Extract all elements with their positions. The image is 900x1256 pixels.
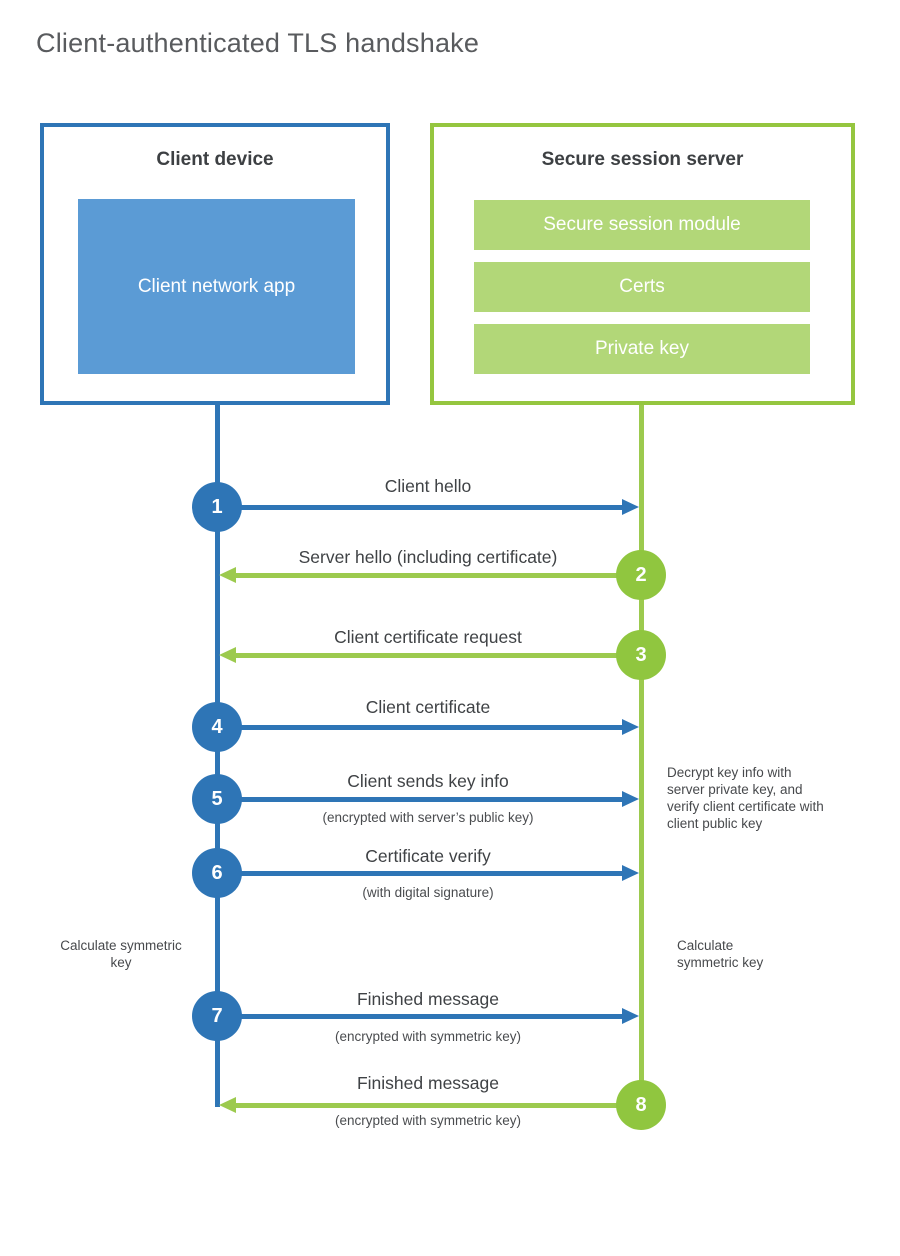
message-label-finished-client: Finished message: [356, 989, 500, 1009]
arrowhead-right-icon: [622, 499, 639, 515]
arrow-shaft: [236, 572, 641, 578]
message-label-finished-server: Finished message: [356, 1073, 500, 1093]
secure-session-server-title: Secure session server: [541, 149, 744, 170]
client-device-box: Client device Client network app: [40, 123, 390, 405]
arrow-shaft: [217, 870, 622, 876]
arrow-client-certificate: [217, 719, 639, 735]
step-badge-5: 5: [192, 774, 242, 824]
arrowhead-left-icon: [219, 567, 236, 583]
server-module-secure-session: Secure session module: [474, 200, 810, 250]
message-label-key-info: Client sends key info: [347, 771, 509, 791]
arrowhead-right-icon: [622, 791, 639, 807]
server-module-certs: Certs: [474, 262, 810, 312]
message-sublabel-certificate-verify: (with digital signature): [362, 885, 494, 900]
arrow-shaft: [217, 1013, 622, 1019]
arrowhead-left-icon: [219, 647, 236, 663]
arrowhead-right-icon: [622, 865, 639, 881]
note-decrypt-key-info: Decrypt key info with server private key…: [667, 765, 824, 831]
arrow-cert-request: [219, 647, 641, 663]
message-sublabel-key-info: (encrypted with server’s public key): [322, 810, 534, 825]
step-badge-8: 8: [616, 1080, 666, 1130]
arrow-key-info: [217, 791, 639, 807]
step-badge-3: 3: [616, 630, 666, 680]
arrowhead-left-icon: [219, 1097, 236, 1113]
client-device-title: Client device: [156, 149, 274, 170]
note-calculate-symmetric-key-server: Calculate symmetric key: [677, 938, 764, 970]
arrow-finished-server: [219, 1097, 641, 1113]
message-sublabel-finished-server: (encrypted with symmetric key): [334, 1113, 522, 1128]
step-badge-4: 4: [192, 702, 242, 752]
arrow-certificate-verify: [217, 865, 639, 881]
arrowhead-right-icon: [622, 1008, 639, 1024]
arrow-shaft: [217, 504, 622, 510]
arrow-finished-client: [217, 1008, 639, 1024]
step-badge-2: 2: [616, 550, 666, 600]
message-label-server-hello: Server hello (including certificate): [298, 547, 558, 567]
client-network-app-label: Client network app: [137, 275, 296, 297]
server-module-private-key: Private key: [474, 324, 810, 374]
arrow-client-hello: [217, 499, 639, 515]
client-network-app-box: Client network app: [78, 199, 355, 374]
secure-session-server-box: Secure session server Secure session mod…: [430, 123, 855, 405]
message-label-certificate-verify: Certificate verify: [365, 846, 491, 866]
step-badge-6: 6: [192, 848, 242, 898]
step-badge-7: 7: [192, 991, 242, 1041]
server-lifeline: [639, 405, 644, 1107]
arrowhead-right-icon: [622, 719, 639, 735]
message-label-client-certificate: Client certificate: [365, 697, 491, 717]
message-sublabel-finished-client: (encrypted with symmetric key): [334, 1029, 522, 1044]
message-label-client-hello: Client hello: [384, 476, 472, 496]
step-badge-1: 1: [192, 482, 242, 532]
client-lifeline: [215, 405, 220, 1107]
arrow-server-hello: [219, 567, 641, 583]
arrow-shaft: [236, 1102, 641, 1108]
page-title: Client-authenticated TLS handshake: [36, 28, 480, 58]
arrow-shaft: [217, 796, 622, 802]
message-label-cert-request: Client certificate request: [334, 627, 522, 647]
arrow-shaft: [217, 724, 622, 730]
arrow-shaft: [236, 652, 641, 658]
note-calculate-symmetric-key-client: Calculate symmetric key: [60, 938, 182, 970]
